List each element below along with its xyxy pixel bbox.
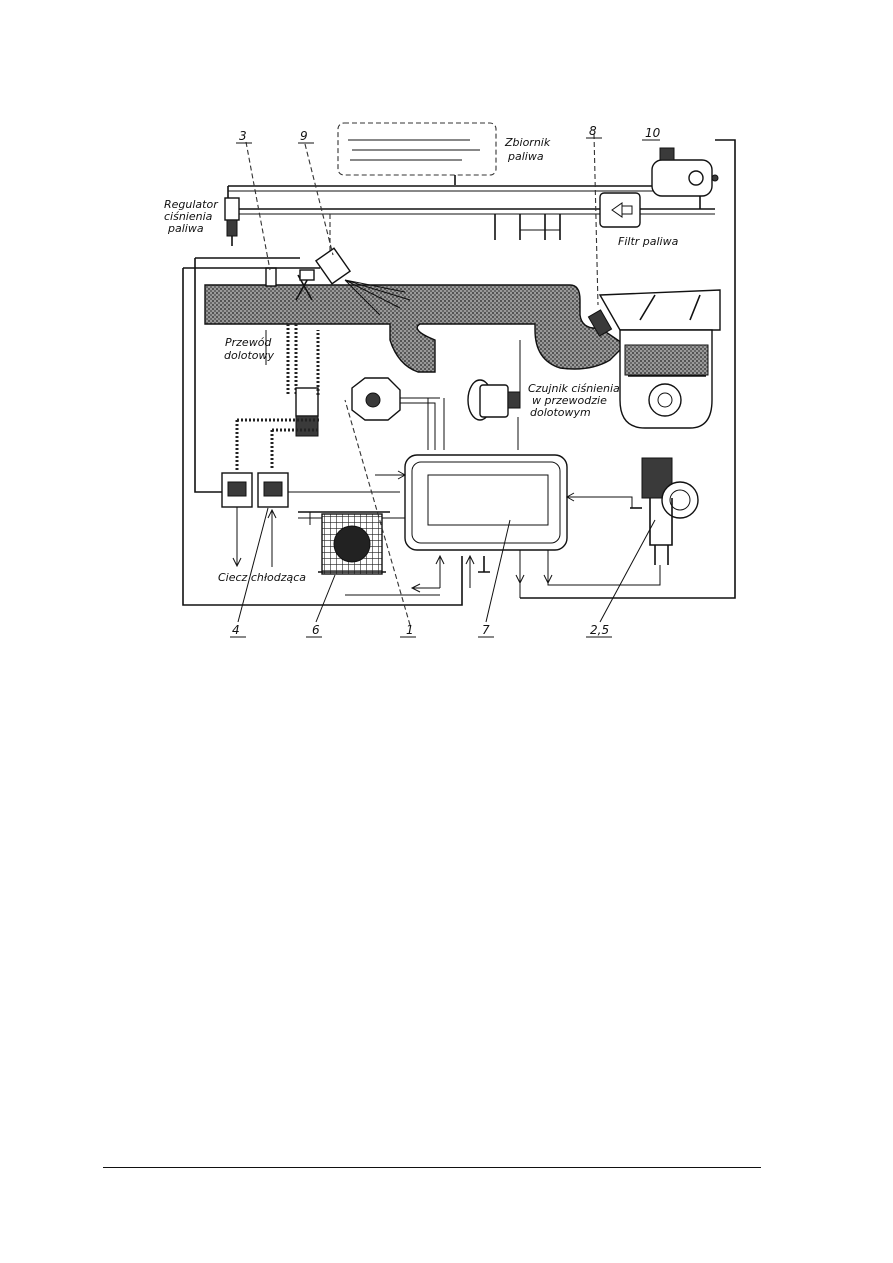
ref-25: 2,5 [590, 623, 609, 637]
fuel-lines [227, 139, 736, 599]
label-pressure-sensor-2: w przewodzie [532, 394, 607, 407]
throttle-switch [351, 377, 445, 450]
number-underlines [230, 137, 660, 638]
ignition-distributor [630, 457, 699, 565]
label-regulator-2: ciśnienia [164, 210, 213, 223]
ref-1: 1 [406, 623, 414, 637]
temperature-sensors [221, 418, 320, 568]
fuel-pump [651, 147, 719, 197]
label-coolant: Ciecz chłodząca [218, 571, 306, 584]
fuel-tank [337, 122, 497, 185]
ref-8-top: 8 [589, 124, 597, 138]
label-fuel-tank-2: paliwa [507, 150, 544, 163]
footer-rule [103, 1167, 761, 1168]
label-fuel-filter: Filtr paliwa [618, 235, 679, 248]
main-injector [314, 247, 411, 316]
intake-duct [204, 284, 627, 373]
ref-4: 4 [232, 623, 240, 637]
label-regulator-3: paliwa [167, 222, 204, 235]
label-pressure-sensor-3: dolotowym [530, 406, 591, 419]
label-intake-duct-2: dolotowy [224, 349, 275, 362]
label-fuel-tank-1: Zbiornik [504, 136, 551, 149]
fuel-pressure-regulator [224, 197, 240, 246]
ref-3: 3 [239, 129, 247, 143]
label-intake-duct-1: Przewód [225, 336, 272, 349]
cylinder-injector [587, 309, 613, 337]
ref-7: 7 [482, 623, 490, 637]
leader-lines [237, 133, 656, 626]
signal-wires [182, 257, 661, 606]
fuel-filter [599, 192, 641, 228]
label-pressure-sensor-1: Czujnik ciśnienia [528, 382, 620, 395]
intake-pressure-sensor [467, 340, 521, 450]
label-regulator-1: Regulator [164, 198, 219, 211]
ref-6: 6 [312, 623, 320, 637]
air-flow-meter [298, 511, 390, 575]
electronic-control-unit [404, 454, 568, 551]
ref-9: 9 [300, 129, 308, 143]
ref-10: 10 [645, 126, 661, 140]
engine-cylinder [598, 289, 721, 429]
